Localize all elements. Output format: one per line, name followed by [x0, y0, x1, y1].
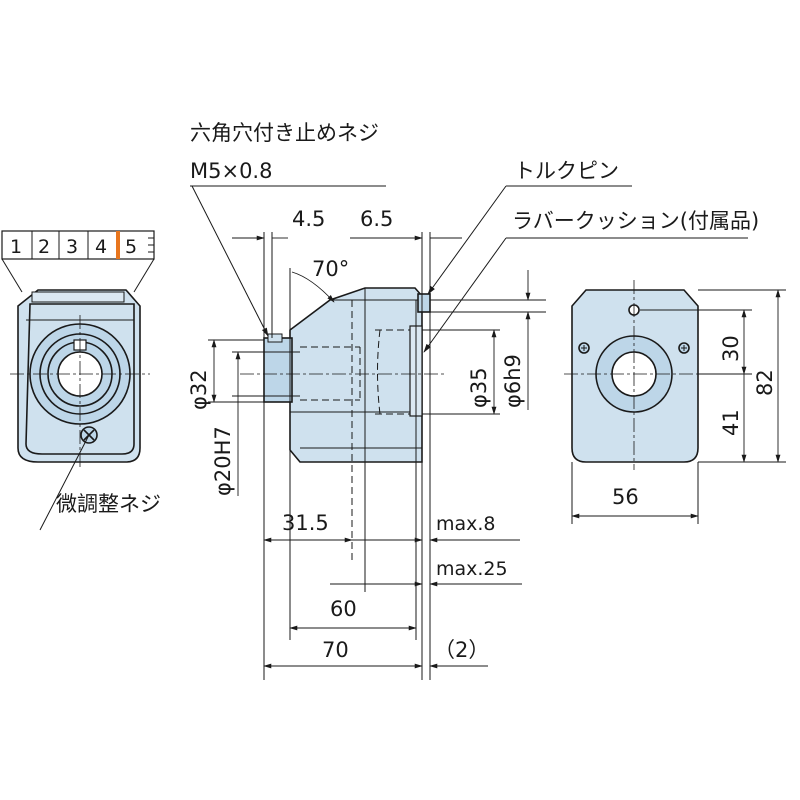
torque-pin	[417, 293, 431, 313]
scale-strip: 1 2 3 4 5	[1, 230, 155, 293]
dim-60: 60	[330, 597, 357, 621]
dim-max8: max.8	[436, 513, 496, 535]
side-shaft-boss	[263, 337, 293, 403]
dim-2: （2）	[434, 638, 489, 662]
scale-number-5: 5	[125, 236, 137, 258]
label-rubber-cushion: ラバークッション(付属品)	[512, 209, 759, 233]
scale-number-4: 4	[95, 236, 107, 258]
label-torque-pin: トルクピン	[514, 159, 619, 183]
dim-41: 41	[719, 409, 743, 436]
rear-view: 30 41 82 56	[564, 280, 786, 524]
angle-70: 70°	[312, 257, 349, 281]
dim-82: 82	[753, 369, 777, 396]
side-body	[289, 287, 423, 463]
dim-70: 70	[322, 638, 349, 662]
dim-4-5: 4.5	[292, 207, 325, 231]
label-fine-adjust-screw: 微調整ネジ	[56, 492, 161, 516]
label-set-screw-size: M5×0.8	[190, 159, 272, 183]
dim-56: 56	[612, 485, 639, 509]
label-set-screw-name: 六角穴付き止めネジ	[190, 121, 379, 145]
front-view: 1 2 3 4 5 微調整ネジ	[1, 230, 161, 531]
scale-number-3: 3	[66, 236, 78, 258]
side-view: 4.5 6.5 70° φ32 φ20H7 φ35 φ6h9 31.5 max.…	[187, 121, 759, 680]
dim-phi20h7: φ20H7	[211, 426, 235, 496]
dim-31-5: 31.5	[282, 511, 329, 535]
dim-max25: max.25	[436, 558, 508, 580]
dim-phi35: φ35	[467, 367, 491, 408]
dim-30: 30	[719, 335, 743, 362]
dim-phi32: φ32	[187, 369, 211, 410]
dim-phi6h9: φ6h9	[501, 354, 525, 408]
dim-6-5: 6.5	[360, 207, 393, 231]
scale-number-1: 1	[10, 236, 22, 258]
scale-number-2: 2	[38, 236, 50, 258]
